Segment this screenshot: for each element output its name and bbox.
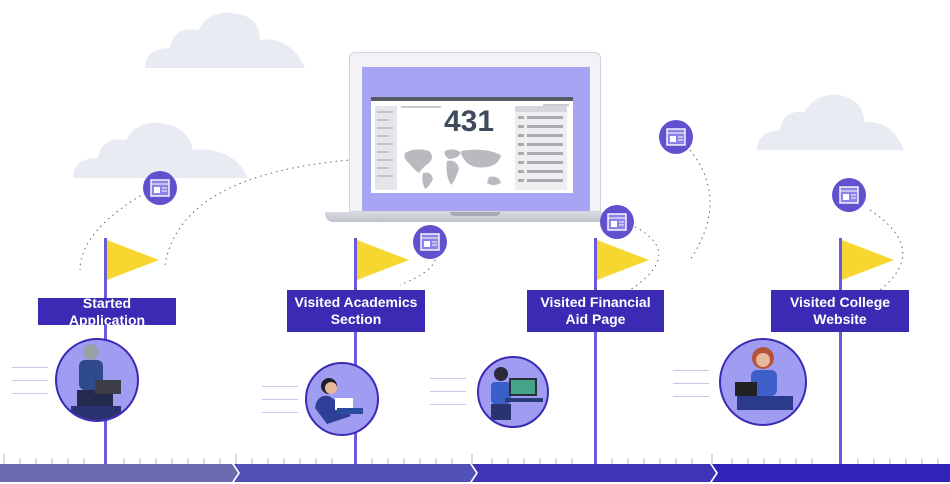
avatar-user-4 [719, 338, 807, 426]
cloud-top [145, 12, 305, 68]
world-map-icon [404, 149, 501, 189]
page-icon-badge-1 [143, 171, 177, 205]
laptop: 431 [325, 52, 625, 224]
page-icon-badge-5 [832, 178, 866, 212]
flag-icon-2 [357, 240, 409, 280]
dashboard-header-controls [543, 104, 569, 106]
flag-pole-4 [839, 238, 842, 470]
avatar-user-1 [55, 338, 139, 422]
dashboard-window: 431 [371, 97, 573, 193]
avatar-user-3 [477, 356, 549, 428]
speed-line [430, 378, 466, 379]
page-icon-badge-4 [659, 120, 693, 154]
page-icon-badge-3 [600, 205, 634, 239]
milestone-label-2: Visited Academics Section [287, 290, 425, 332]
speed-line [430, 404, 466, 405]
timeline-bar [0, 454, 950, 482]
laptop-notch [450, 212, 500, 216]
dashboard-list-header [515, 106, 567, 112]
dashboard-list-rows [518, 116, 563, 182]
laptop-base [325, 212, 625, 222]
speed-line [262, 399, 298, 400]
avatar-user-2 [305, 362, 379, 436]
flag-icon-3 [597, 240, 649, 280]
flag-pole-3 [594, 238, 597, 470]
page-icon-badge-2 [413, 225, 447, 259]
milestone-label-3: Visited Financial Aid Page [527, 290, 664, 332]
speed-line [12, 393, 48, 394]
laptop-screen: 431 [362, 67, 590, 211]
speed-line [12, 367, 48, 368]
cloud-right [757, 94, 904, 150]
speed-line [262, 386, 298, 387]
speed-line [12, 380, 48, 381]
flag-pole-2 [354, 238, 357, 470]
speed-line [673, 383, 709, 384]
cloud-left [73, 122, 248, 178]
flag-icon-4 [842, 240, 894, 280]
dashboard-header-line [401, 106, 441, 108]
speed-line [673, 396, 709, 397]
laptop-screen-frame: 431 [349, 52, 601, 212]
milestone-label-4: Visited College Website [771, 290, 909, 332]
dashboard-count: 431 [443, 105, 495, 138]
dashboard-top-bar [371, 97, 573, 101]
dashboard-sidebar-lines [377, 111, 393, 177]
speed-line [430, 391, 466, 392]
speed-line [673, 370, 709, 371]
dashboard-list-panel [515, 106, 567, 190]
speed-line [262, 412, 298, 413]
milestone-label-1: Started Application [38, 295, 176, 328]
flag-icon-1 [107, 240, 159, 280]
